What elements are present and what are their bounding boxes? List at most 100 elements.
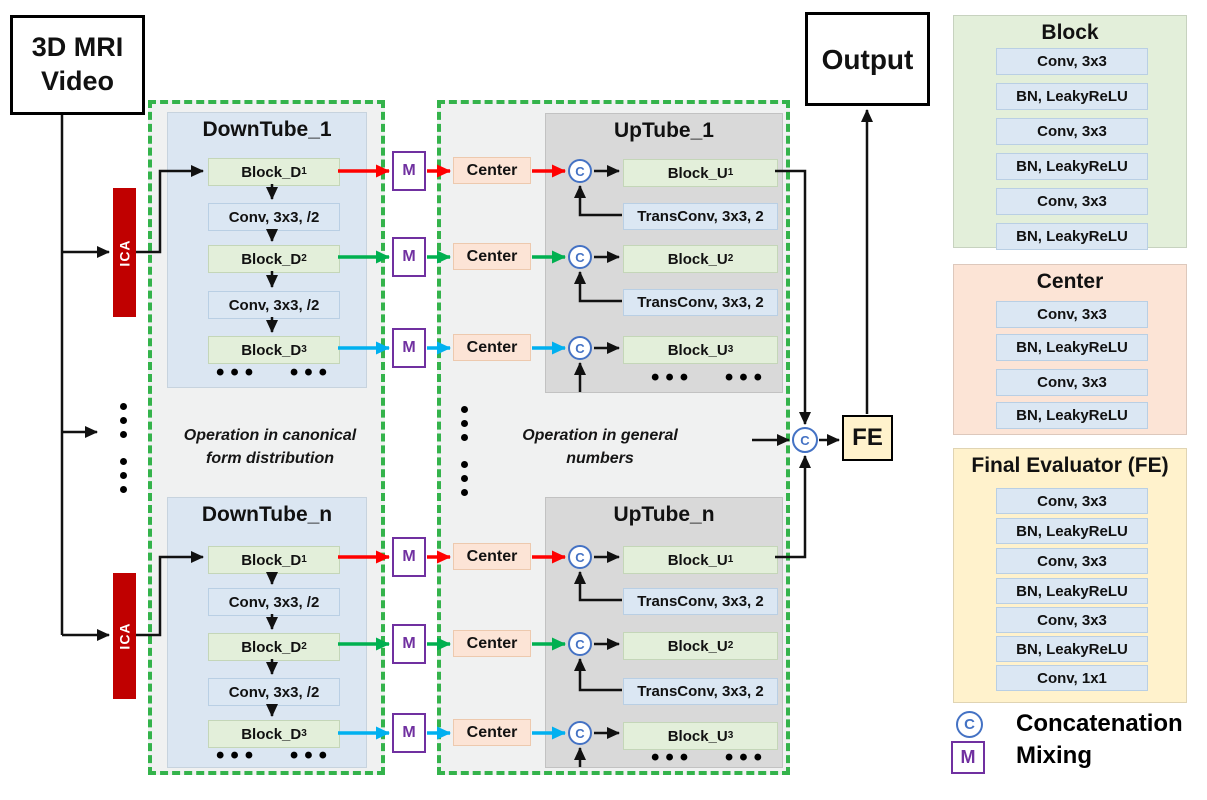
block-u-label: Block_U: [667, 637, 728, 655]
concat-legend-icon: C: [956, 711, 983, 738]
block-d-sub: 2: [301, 253, 307, 264]
canonical-caption-line2: form distribution: [206, 450, 334, 467]
mixing-box: M: [392, 237, 426, 277]
ica-label: ICA: [116, 622, 133, 650]
fe-legend-row: BN, LeakyReLU: [996, 636, 1148, 662]
block-u-label: Block_U: [667, 341, 728, 359]
block-d-sub: 3: [301, 344, 307, 355]
block-legend-row: BN, LeakyReLU: [996, 83, 1148, 110]
mixing-box: M: [392, 328, 426, 368]
block-legend-row: BN, LeakyReLU: [996, 153, 1148, 180]
block-legend-row: Conv, 3x3: [996, 48, 1148, 75]
block-u-sub: 1: [727, 167, 734, 178]
downtuben-conv-2: Conv, 3x3, /2: [208, 678, 340, 706]
block-legend-row: Conv, 3x3: [996, 188, 1148, 215]
mixing-legend-icon: M: [951, 741, 985, 774]
fe-legend-title: Final Evaluator (FE): [971, 454, 1169, 477]
ica-bar-bottom: ICA: [113, 573, 136, 699]
center-box-row1-top: Center: [453, 157, 531, 184]
concat-circle: C: [568, 159, 592, 183]
uptuben-transconv-2: TransConv, 3x3, 2: [623, 678, 778, 705]
block-u-sub: 2: [727, 640, 734, 651]
mixing-legend-label: Mixing: [1016, 742, 1092, 769]
ellipsis-horizontal: ••• •••: [216, 359, 334, 386]
block-u-label: Block_U: [667, 727, 728, 745]
block-legend-row: BN, LeakyReLU: [996, 223, 1148, 250]
concat-circle: C: [568, 545, 592, 569]
fe-legend-row: BN, LeakyReLU: [996, 578, 1148, 604]
downtube1-conv-2: Conv, 3x3, /2: [208, 291, 340, 319]
block-d-label: Block_D: [241, 341, 302, 359]
ellipsis-horizontal: ••• •••: [651, 744, 769, 771]
block-u-label: Block_U: [667, 250, 728, 268]
concat-legend-label: Concatenation: [1016, 710, 1183, 737]
center-box-row2-bottom: Center: [453, 630, 531, 657]
concat-circle: C: [568, 336, 592, 360]
ellipsis-vertical-left: [120, 399, 127, 496]
concat-circle: C: [568, 632, 592, 656]
general-caption-line2: numbers: [566, 450, 634, 467]
input-box-3d-mri-video: 3D MRI Video: [10, 15, 145, 115]
block-d-sub: 2: [301, 641, 307, 652]
block-d-sub: 3: [301, 728, 307, 739]
input-label-line1: 3D MRI: [31, 32, 124, 63]
block-d-label: Block_D: [241, 250, 302, 268]
fe-legend-row: Conv, 3x3: [996, 607, 1148, 633]
canonical-caption: Operation in canonical form distribution: [158, 424, 382, 470]
center-legend-row: Conv, 3x3: [996, 301, 1148, 328]
fe-legend-panel: Final Evaluator (FE) Conv, 3x3 BN, Leaky…: [953, 448, 1187, 703]
concat-circle: C: [568, 721, 592, 745]
block-u-sub: 1: [727, 554, 734, 565]
mixing-box: M: [392, 624, 426, 664]
downtube-n-title: DownTube_n: [201, 503, 333, 526]
downtube-1-title: DownTube_1: [202, 118, 332, 141]
ellipsis-vertical-middle: [461, 402, 468, 499]
downtuben-conv-1: Conv, 3x3, /2: [208, 588, 340, 616]
fe-box: FE: [842, 415, 893, 461]
block-u-sub: 3: [727, 730, 734, 741]
center-legend-row: BN, LeakyReLU: [996, 402, 1148, 429]
block-legend-title: Block: [1041, 21, 1099, 44]
input-label-line2: Video: [40, 66, 115, 96]
block-u-label: Block_U: [667, 164, 728, 182]
block-d-label: Block_D: [241, 725, 302, 743]
center-legend-row: BN, LeakyReLU: [996, 334, 1148, 361]
uptube1-transconv-1: TransConv, 3x3, 2: [623, 203, 778, 230]
general-caption-line1: Operation in general: [522, 427, 678, 444]
mixing-box: M: [392, 151, 426, 191]
concat-circle: C: [568, 245, 592, 269]
block-u-label: Block_U: [667, 551, 728, 569]
uptube-n-title: UpTube_n: [613, 503, 715, 526]
block-d-label: Block_D: [241, 163, 302, 181]
block-u-sub: 2: [727, 253, 734, 264]
ica-bar-top: ICA: [113, 188, 136, 317]
output-box: Output: [805, 12, 930, 106]
uptuben-transconv-1: TransConv, 3x3, 2: [623, 588, 778, 615]
downtube1-conv-1: Conv, 3x3, /2: [208, 203, 340, 231]
center-legend-row: Conv, 3x3: [996, 369, 1148, 396]
output-label: Output: [821, 43, 914, 75]
canonical-caption-line1: Operation in canonical: [183, 427, 357, 444]
concat-circle-final: C: [792, 427, 818, 453]
block-d-sub: 1: [301, 166, 307, 177]
ica-label: ICA: [116, 238, 133, 267]
center-box-row3-top: Center: [453, 334, 531, 361]
mixing-box: M: [392, 537, 426, 577]
uptube-1-title: UpTube_1: [614, 119, 714, 142]
block-d-sub: 1: [301, 554, 307, 565]
center-box-row3-bottom: Center: [453, 719, 531, 746]
fe-legend-row: Conv, 3x3: [996, 548, 1148, 574]
block-u-sub: 3: [727, 344, 734, 355]
block-d-label: Block_D: [241, 551, 302, 569]
